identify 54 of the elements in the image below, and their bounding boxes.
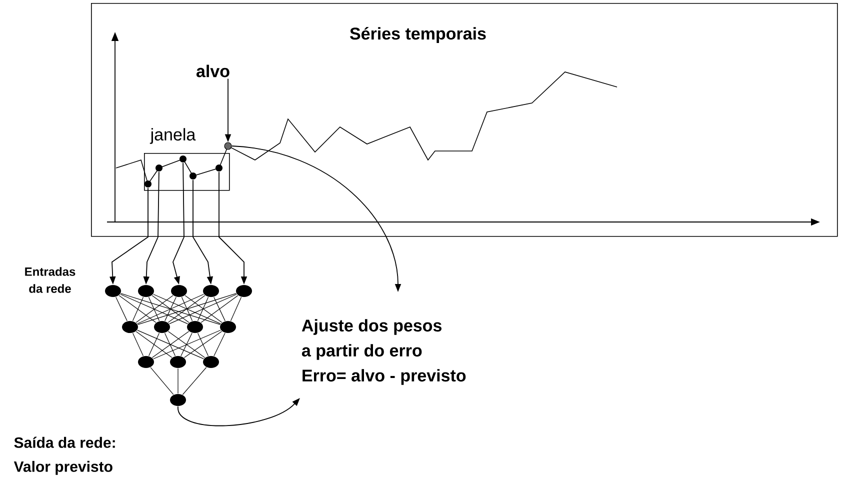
connection-line	[180, 332, 192, 356]
connection-line	[118, 295, 156, 323]
connection-line	[132, 332, 144, 356]
connection-line	[182, 367, 207, 395]
data-point	[144, 180, 152, 188]
connection-line	[184, 331, 222, 358]
connection-line	[197, 296, 209, 322]
node-label: janela	[150, 128, 196, 144]
connection-line	[214, 296, 226, 322]
connection-line	[169, 294, 237, 324]
neuron	[220, 321, 236, 333]
connection-line	[137, 330, 204, 360]
neuron	[203, 356, 219, 368]
connection-line	[148, 332, 160, 356]
window-box: janela	[144, 128, 230, 191]
connection-line	[164, 296, 176, 322]
connection-line	[120, 293, 220, 325]
connection-line	[138, 293, 236, 325]
neuron	[170, 394, 186, 406]
target-point	[224, 142, 232, 150]
neuron	[170, 356, 186, 368]
data-point	[190, 172, 196, 180]
connection-line	[152, 331, 190, 358]
connection-line	[168, 295, 206, 323]
target-label: alvo	[196, 64, 230, 78]
connection-line	[214, 332, 226, 356]
connection-line	[200, 295, 238, 323]
neuron	[122, 321, 138, 333]
connection-line	[153, 294, 221, 324]
neuron	[187, 321, 203, 333]
note-text: Ajuste dos pesos a partir do erro Erro= alvo - previsto	[302, 319, 466, 385]
connection-line	[168, 331, 206, 358]
connection-line	[181, 296, 193, 322]
data-point	[216, 164, 222, 172]
connection-line	[136, 331, 172, 358]
connection-line	[153, 330, 221, 360]
connection-line	[184, 295, 222, 323]
connection-line	[197, 332, 209, 356]
input-label: Entradas da rede	[25, 267, 76, 293]
neuron	[138, 356, 154, 368]
connection-line	[137, 294, 204, 324]
connection-line	[164, 332, 176, 356]
connection-line	[148, 296, 160, 322]
data-point	[156, 164, 162, 172]
connection-line	[152, 295, 190, 323]
neuron	[154, 321, 170, 333]
output-label: Saída da rede: Valor previsto	[14, 436, 115, 475]
connection-line	[116, 296, 128, 322]
connection-line	[150, 367, 174, 395]
connection-line	[136, 295, 174, 323]
connection-line	[120, 294, 188, 324]
data-point	[180, 156, 186, 162]
connection-line	[132, 296, 144, 322]
connection-line	[230, 296, 242, 322]
